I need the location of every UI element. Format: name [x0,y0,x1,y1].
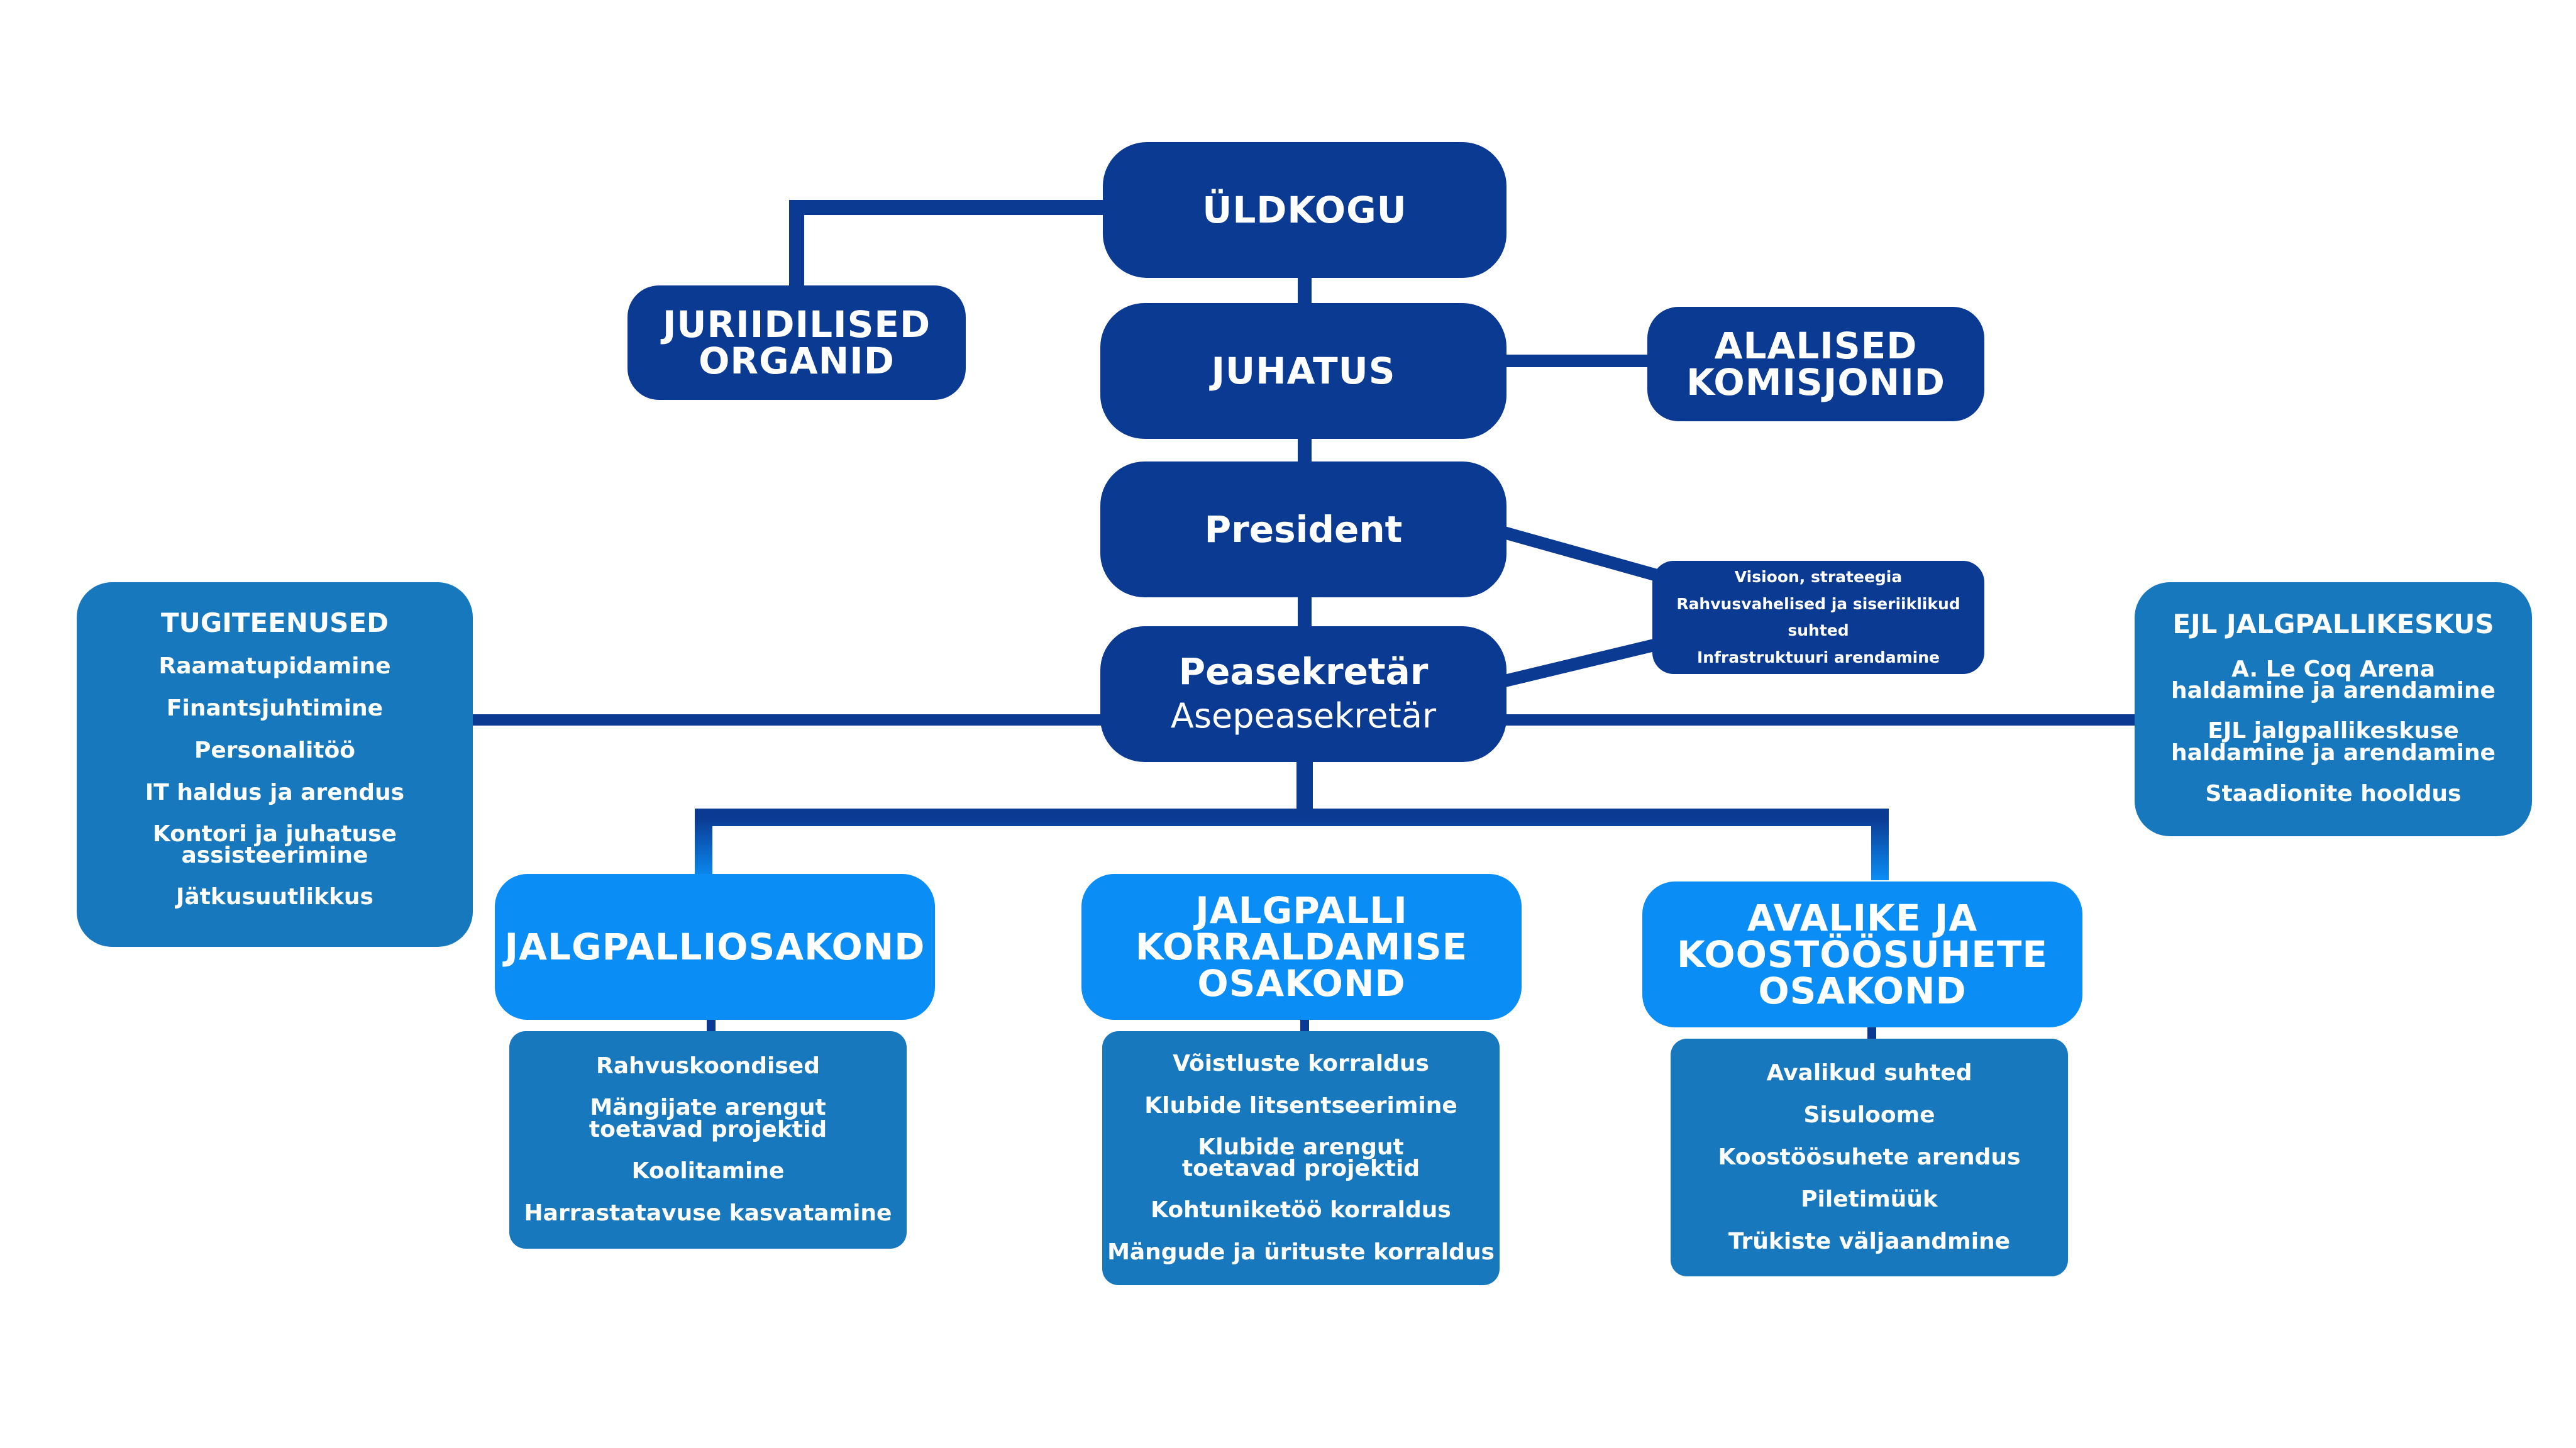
jalgpalliosakond-tasks: Rahvuskoondised Mängijate arengut toetav… [509,1031,907,1249]
alalised-box: ALALISED KOMISJONID [1647,307,1984,421]
task-item: toetavad projektid [589,1116,827,1142]
task-item: Koostöösuhete arendus [1718,1144,2021,1170]
task-item: Mängijate arengut [590,1095,826,1121]
tugiteenused-item: Personalitöö [194,738,355,763]
alalised-line1: ALALISED [1714,324,1918,367]
task-item: Sisuloome [1803,1102,1935,1128]
department-bus [695,809,1889,880]
tugiteenused-item: IT haldus ja arendus [145,780,405,805]
tugiteenused-item: assisteerimine [181,843,368,869]
juriidilised-box: JURIIDILISED ORGANID [627,285,966,400]
tugiteenused-item: Jätkusuutlikkus [176,884,373,910]
jalgpallikeskus-item: EJL jalgpallikeskuse [2208,718,2459,744]
koostoosuhete-osakond-box: AVALIKE JA KOOSTÖÖSUHETE OSAKOND [1642,882,2082,1027]
juriidilised-connector [789,200,1107,296]
peasekretar-box: Peasekretär Asepeasekretär [1100,626,1506,762]
juriidilised-line1: JURIIDILISED [662,303,931,346]
koostoosuhete-tasks: Avalikud suhted Sisuloome Koostöösuhete … [1671,1039,2068,1276]
asepeasekretar-label: Asepeasekretär [1170,695,1437,736]
tugiteenused-title: TUGITEENUSED [161,607,389,638]
task-item: Kohtuniketöö korraldus [1151,1197,1451,1224]
task-item: Avalikud suhted [1766,1060,1972,1086]
task-item: toetavad projektid [1181,1156,1420,1181]
task-item: Trükiste väljaandmine [1728,1229,2011,1254]
tugiteenused-item: Finantsjuhtimine [166,695,384,721]
juriidilised-line2: ORGANID [699,340,895,382]
president-tasks-connector [1498,525,1659,582]
jalgpallikeskus-box: EJL JALGPALLIKESKUS A. Le Coq Arena hald… [2135,582,2532,836]
president-label: President [1204,508,1403,551]
task-item: Rahvuskoondised [596,1053,820,1080]
tugiteenused-item: Raamatupidamine [158,653,391,679]
alalised-line2: KOMISJONID [1686,361,1945,404]
department-title: KOOSTÖÖSUHETE [1676,933,2048,976]
task-item: Mängude ja ürituste korraldus [1107,1239,1495,1266]
task-item: Harrastatavuse kasvatamine [524,1200,892,1226]
jalgpalliosakond-box: JALGPALLIOSAKOND [495,874,935,1020]
uldkogu-label: ÜLDKOGU [1202,189,1407,231]
president-box: President [1100,461,1506,597]
task-item: Visioon, strateegia [1734,568,1903,586]
juhatus-box: JUHATUS [1100,303,1506,439]
peasekretar-label: Peasekretär [1178,649,1429,693]
uldkogu-box: ÜLDKOGU [1103,142,1506,278]
department-title: OSAKOND [1197,962,1406,1005]
tugiteenused-box: TUGITEENUSED Raamatupidamine Finantsjuht… [77,582,473,947]
department-title: OSAKOND [1758,970,1967,1012]
task-item: Rahvusvahelised ja siseriiklikud suhted [1676,594,1960,640]
task-item: Koolitamine [631,1158,785,1184]
jalgpallikeskus-title: EJL JALGPALLIKESKUS [2172,609,2494,639]
task-item: Klubide litsentseerimine [1144,1092,1457,1119]
jalgpallikeskus-item: Staadionite hooldus [2205,780,2462,807]
department-title: KORRALDAMISE [1135,926,1468,968]
jalgpallikeskus-item: haldamine ja arendamine [2171,678,2496,704]
president-tasks-box: Visioon, strateegia Rahvusvahelised ja s… [1652,561,1984,674]
juhatus-label: JUHATUS [1211,350,1396,392]
task-item: Võistluste korraldus [1173,1050,1429,1076]
peasekretar-tasks-connector [1498,638,1659,688]
jalgpallikeskus-item: A. Le Coq Arena [2231,656,2436,682]
task-item: Klubide arengut [1198,1134,1404,1160]
tugiteenused-item: Kontori ja juhatuse [153,821,397,847]
korraldamise-tasks: Võistluste korraldus Klubide litsentseer… [1102,1031,1500,1285]
department-title: JALGPALLI [1195,889,1408,932]
jalgpallikeskus-item: haldamine ja arendamine [2171,739,2496,766]
korraldamise-osakond-box: JALGPALLI KORRALDAMISE OSAKOND [1081,874,1522,1020]
task-item: Infrastruktuuri arendamine [1697,648,1940,666]
department-title: AVALIKE JA [1747,897,1978,939]
task-item: Piletimüük [1801,1186,1938,1212]
department-title: JALGPALLIOSAKOND [504,926,926,968]
